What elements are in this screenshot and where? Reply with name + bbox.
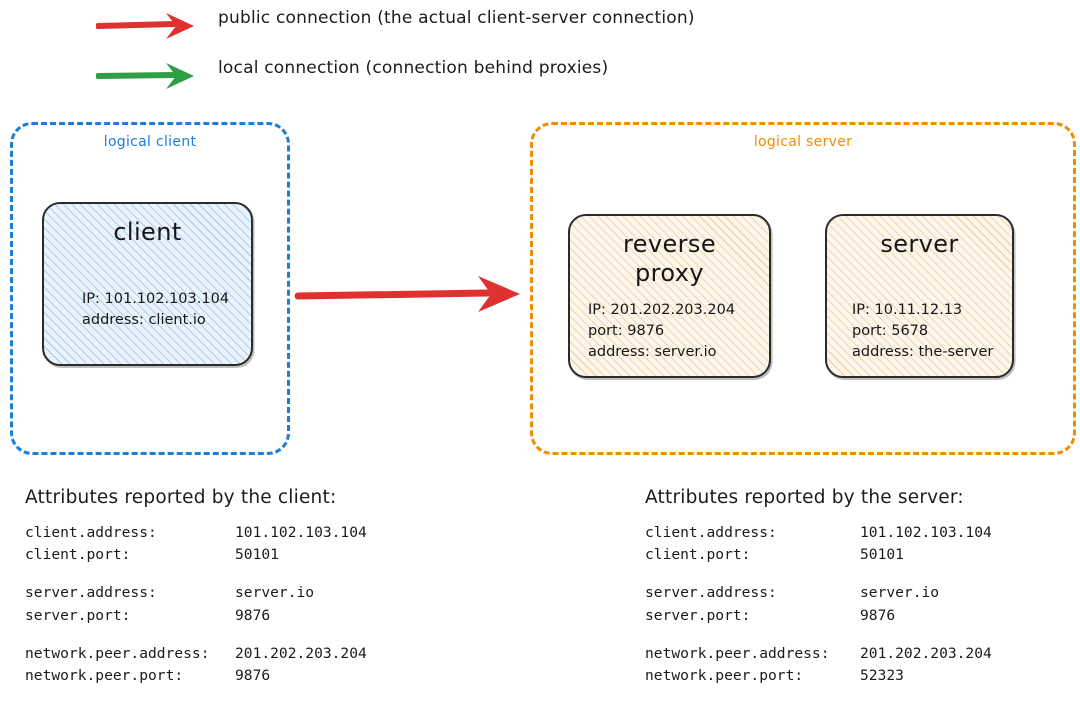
node-client-title: client (113, 218, 182, 246)
node-reverse-proxy[interactable]: reverse proxy IP: 201.202.203.204 port: … (568, 214, 771, 378)
attribute-row: server.port: 9876 (645, 605, 1075, 627)
attribute-value: 9876 (235, 666, 271, 684)
node-server-title: server (880, 230, 959, 258)
client-attributes-heading: Attributes reported by the client: (25, 487, 337, 508)
attribute-value: 201.202.203.204 (235, 644, 367, 662)
logical-client-group-label: logical client (103, 134, 197, 150)
logical-server-group-label: logical server (753, 134, 853, 150)
attribute-row: network.peer.address: 201.202.203.204 (645, 643, 1075, 665)
attribute-value: server.io (235, 584, 315, 602)
attribute-key: server.port: (25, 606, 131, 624)
attribute-value: server.io (860, 584, 940, 602)
attribute-key: server.address: (25, 584, 157, 602)
attribute-row: client.port: 50101 (25, 544, 445, 566)
attribute-row: server.port: 9876 (25, 605, 445, 627)
attribute-key: client.port: (645, 546, 751, 564)
attribute-row: network.peer.port: 52323 (645, 665, 1075, 687)
node-client-properties: IP: 101.102.103.104 address: client.io (82, 291, 230, 329)
attribute-value: 52323 (860, 666, 904, 684)
attribute-value: 9876 (235, 606, 271, 624)
attribute-key: client.port: (25, 546, 131, 564)
attribute-key: server.address: (645, 584, 777, 602)
node-server-properties: IP: 10.11.12.13 port: 5678 address: the-… (852, 302, 994, 361)
legend: public connection (the actual client-ser… (0, 0, 1080, 100)
attribute-value: 50101 (235, 546, 279, 564)
attribute-row: client.port: 50101 (645, 544, 1075, 566)
attribute-value: 9876 (860, 606, 896, 624)
attribute-row: server.address: server.io (25, 582, 445, 604)
attribute-value: 101.102.103.104 (860, 524, 992, 541)
attribute-value: 201.202.203.204 (860, 644, 992, 662)
node-reverse-proxy-title: reverse proxy (622, 230, 716, 288)
attribute-group: client.address: 101.102.103.104 client.p… (25, 522, 445, 566)
logical-client-group: logical client (10, 122, 290, 455)
attribute-row: client.address: 101.102.103.104 (645, 522, 1075, 544)
server-attributes-heading: Attributes reported by the server: (645, 487, 964, 508)
attribute-row: network.peer.address: 201.202.203.204 (25, 643, 445, 665)
attribute-group: network.peer.address: 201.202.203.204 ne… (25, 643, 445, 687)
node-server[interactable]: server IP: 10.11.12.13 port: 5678 addres… (825, 214, 1014, 378)
arrow-right-icon (96, 13, 194, 39)
attribute-row: server.address: server.io (645, 582, 1075, 604)
attribute-value: 50101 (860, 546, 904, 564)
attribute-key: network.peer.address: (25, 644, 210, 662)
client-attributes-panel: Attributes reported by the client: clien… (25, 487, 445, 703)
legend-item-local-connection: local connection (connection behind prox… (0, 56, 1080, 96)
attribute-key: network.peer.address: (645, 644, 830, 662)
attribute-key: server.port: (645, 606, 751, 624)
public-connection-arrow (294, 276, 520, 312)
attribute-key: client.address: (25, 524, 157, 541)
logical-server-group: logical server (530, 122, 1076, 455)
attribute-row: client.address: 101.102.103.104 (25, 522, 445, 544)
legend-label-local-connection: local connection (connection behind prox… (218, 58, 609, 78)
attribute-row: network.peer.port: 9876 (25, 665, 445, 687)
legend-item-public-connection: public connection (the actual client-ser… (0, 6, 1080, 46)
attribute-key: network.peer.port: (25, 666, 184, 684)
attribute-value: 101.102.103.104 (235, 524, 367, 541)
server-attributes-panel: Attributes reported by the server: clien… (645, 487, 1075, 703)
attribute-group: server.address: server.io server.port: 9… (645, 582, 1075, 626)
attribute-key: network.peer.port: (645, 666, 804, 684)
attribute-key: client.address: (645, 524, 777, 541)
node-reverse-proxy-properties: IP: 201.202.203.204 port: 9876 address: … (588, 302, 736, 361)
attribute-group: client.address: 101.102.103.104 client.p… (645, 522, 1075, 566)
legend-label-public-connection: public connection (the actual client-ser… (218, 8, 695, 28)
attribute-group: server.address: server.io server.port: 9… (25, 582, 445, 626)
node-client[interactable]: client IP: 101.102.103.104 address: clie… (42, 202, 253, 366)
arrow-right-icon (96, 63, 194, 89)
attribute-group: network.peer.address: 201.202.203.204 ne… (645, 643, 1075, 687)
